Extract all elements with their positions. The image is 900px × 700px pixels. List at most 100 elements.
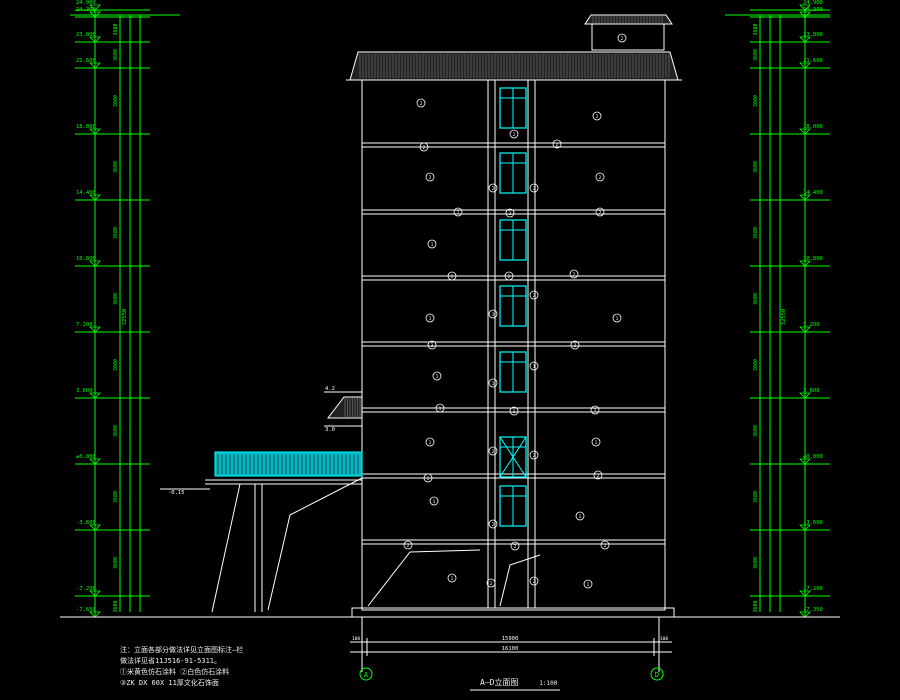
- material-tag-number: 2: [594, 408, 597, 414]
- level-marker: [89, 326, 101, 333]
- material-tag-number: 2: [429, 175, 432, 181]
- drawing-scale: 1:100: [539, 680, 558, 687]
- terrace-support: [211, 483, 241, 613]
- note-line: 注：立面各部分做法详见立面图标注—栏: [120, 646, 244, 654]
- material-tag-circle: [427, 340, 437, 350]
- floor-dim-label-right: 3600: [753, 600, 759, 612]
- level-marker-right: [799, 392, 811, 399]
- material-tag-number: 2: [490, 581, 493, 587]
- material-tag-circle: [488, 309, 498, 319]
- material-tag-circle: [486, 578, 496, 588]
- material-tag-number: 2: [451, 274, 454, 280]
- material-tag-circle: [595, 172, 605, 182]
- material-tag-circle: [429, 496, 439, 506]
- material-tag-number: 1: [533, 364, 536, 370]
- material-tag-circle: [529, 576, 539, 586]
- level-marker-right: [799, 4, 811, 11]
- material-tag-circle: [425, 437, 435, 447]
- level-label-right: 3.600: [803, 388, 820, 394]
- material-tag-number: 1: [492, 381, 495, 387]
- level-label-right: 14.400: [803, 190, 823, 196]
- level-label-left: 24.300: [76, 7, 96, 13]
- material-tag-circle: [427, 239, 437, 249]
- level-label-right: ±0.000: [803, 454, 823, 460]
- level-label-left: -7.650: [76, 607, 96, 613]
- level-marker-right: [799, 62, 811, 69]
- terrace-level-label: -0.15: [168, 490, 185, 496]
- level-marker-right: [799, 458, 811, 465]
- material-tag-circle: [583, 579, 593, 589]
- dim-total-upper: 15900: [502, 636, 519, 642]
- level-marker: [89, 524, 101, 531]
- material-tag-number: 1: [587, 582, 590, 588]
- dim-offset-right: 100: [660, 636, 668, 642]
- level-label-right: 7.200: [803, 322, 820, 328]
- material-tag-circle: [529, 290, 539, 300]
- material-tag-number: 2: [573, 272, 576, 278]
- level-label-left: -7.200: [76, 586, 96, 592]
- roof-room: [591, 23, 665, 51]
- material-tag-circle: [488, 446, 498, 456]
- material-tag-number: 2: [420, 101, 423, 107]
- floor-dim-label-right: 3600: [753, 293, 759, 305]
- axis-label-a: A: [364, 671, 369, 679]
- floor-dim-label: 3600: [113, 95, 119, 107]
- level-label-right: -7.200: [803, 586, 823, 592]
- note-line: ①米黄色仿石涂料 ②白色仿石涂料: [120, 668, 230, 676]
- material-tag-number: 2: [509, 211, 512, 217]
- floor-dim-label-right: 3600: [753, 359, 759, 371]
- note-line: ③ZK DX 60X 11厚文化石饰面: [120, 679, 219, 687]
- material-tag-circle: [600, 540, 610, 550]
- terrace-railing: [214, 451, 363, 477]
- ground-slope: [499, 554, 541, 607]
- level-label-right: 24.900: [803, 0, 823, 6]
- level-marker: [89, 128, 101, 135]
- level-marker: [89, 458, 101, 465]
- material-tag-circle: [617, 33, 627, 43]
- material-tag-number: 2: [407, 543, 410, 549]
- material-tag-number: 2: [621, 36, 624, 42]
- level-marker-right: [799, 128, 811, 135]
- material-tag-number: 2: [423, 145, 426, 151]
- material-tag-number: 2: [431, 343, 434, 349]
- drawing-notes: 注：立面各部分做法详见立面图标注—栏 做法详见省11J516-91-5311。 …: [120, 645, 243, 689]
- level-marker-right: [799, 11, 811, 18]
- axis-bubble-d: [650, 667, 664, 681]
- floor-dim-label-right: 3600: [753, 557, 759, 569]
- floor-dim-label: 3600: [113, 425, 119, 437]
- level-label-right: 10.800: [803, 256, 823, 262]
- material-tag-number: 1: [579, 514, 582, 520]
- level-label-right: -3.600: [803, 520, 823, 526]
- floor-dim-label: 3600: [113, 227, 119, 239]
- material-tag-number: 2: [556, 142, 559, 148]
- material-tag-circle: [488, 519, 498, 529]
- material-tag-number: 1: [427, 476, 430, 482]
- floor-dim-label: 3600: [113, 23, 119, 35]
- level-marker: [89, 11, 101, 18]
- level-label-right: 21.600: [803, 58, 823, 64]
- material-tag-circle: [447, 573, 457, 583]
- canopy-bottom-label: 3.0: [325, 427, 335, 433]
- level-marker-right: [799, 36, 811, 43]
- canopy-top-label: 4.2: [325, 386, 335, 392]
- base-plinth: [351, 607, 675, 618]
- material-tag-number: 1: [429, 316, 432, 322]
- material-tag-circle: [510, 541, 520, 551]
- material-tag-number: 1: [451, 576, 454, 582]
- material-tag-number: 2: [574, 343, 577, 349]
- material-tag-number: 1: [429, 440, 432, 446]
- material-tag-circle: [552, 139, 562, 149]
- floor-dim-label-right: 3600: [753, 49, 759, 61]
- level-label-left: ±0.000: [76, 454, 96, 460]
- material-tag-number: 1: [433, 499, 436, 505]
- material-tag-number: 2: [513, 132, 516, 138]
- material-tag-circle: [425, 313, 435, 323]
- material-tag-circle: [569, 269, 579, 279]
- drawing-title-block: A–D立面图 1:100: [480, 677, 557, 688]
- total-height-label-right: 32550: [781, 309, 787, 326]
- material-tag-circle: [505, 208, 515, 218]
- material-tag-number: 2: [604, 543, 607, 549]
- total-height-label: 32550: [122, 309, 128, 326]
